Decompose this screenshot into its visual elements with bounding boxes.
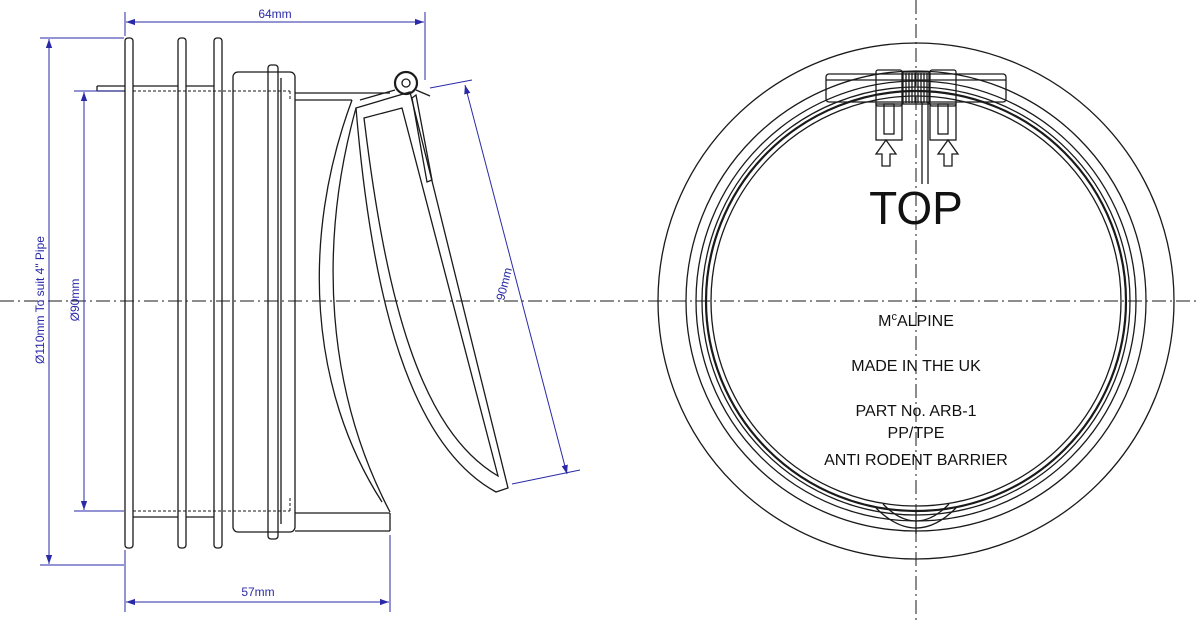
dim-body-length: 57mm [241, 585, 274, 599]
product-label: ANTI RODENT BARRIER [824, 452, 1008, 469]
part-number-label: PART No. ARB-1 [856, 403, 977, 420]
brand-label: McALPINE [878, 311, 954, 330]
dim-overall-length: 64mm [258, 7, 291, 21]
flange-fin-1 [124, 37, 134, 549]
dim-inner-diameter: Ø90mm [68, 279, 82, 322]
front-view: TOP McALPINE MADE IN THE UK PART No. ARB… [657, 42, 1175, 560]
hinge-bracket [825, 73, 1007, 103]
dimensions: 64mm 57mm Ø110mm To suit 4" Pipe Ø90mm 9… [33, 7, 581, 612]
up-arrow-right [936, 138, 960, 167]
hinge-pivot [393, 70, 419, 96]
dim-outer-diameter: Ø110mm To suit 4" Pipe [33, 236, 47, 364]
body-inner-arc [318, 99, 383, 503]
dim-flap-diameter: 90mm [493, 266, 515, 302]
material-label: PP/TPE [888, 425, 945, 442]
outer-ring [657, 42, 1175, 560]
dim-line-flap [464, 84, 568, 475]
body-collar [232, 71, 296, 533]
side-view [96, 37, 509, 549]
origin-label: MADE IN THE UK [851, 358, 981, 375]
flap-outline [355, 91, 509, 493]
flange-fin-2 [177, 37, 187, 549]
top-label: TOP [869, 182, 963, 234]
hinge-spring [902, 71, 930, 105]
flange-fin-3 [213, 37, 223, 549]
sealing-ring [267, 64, 279, 540]
up-arrow-left [874, 138, 898, 167]
